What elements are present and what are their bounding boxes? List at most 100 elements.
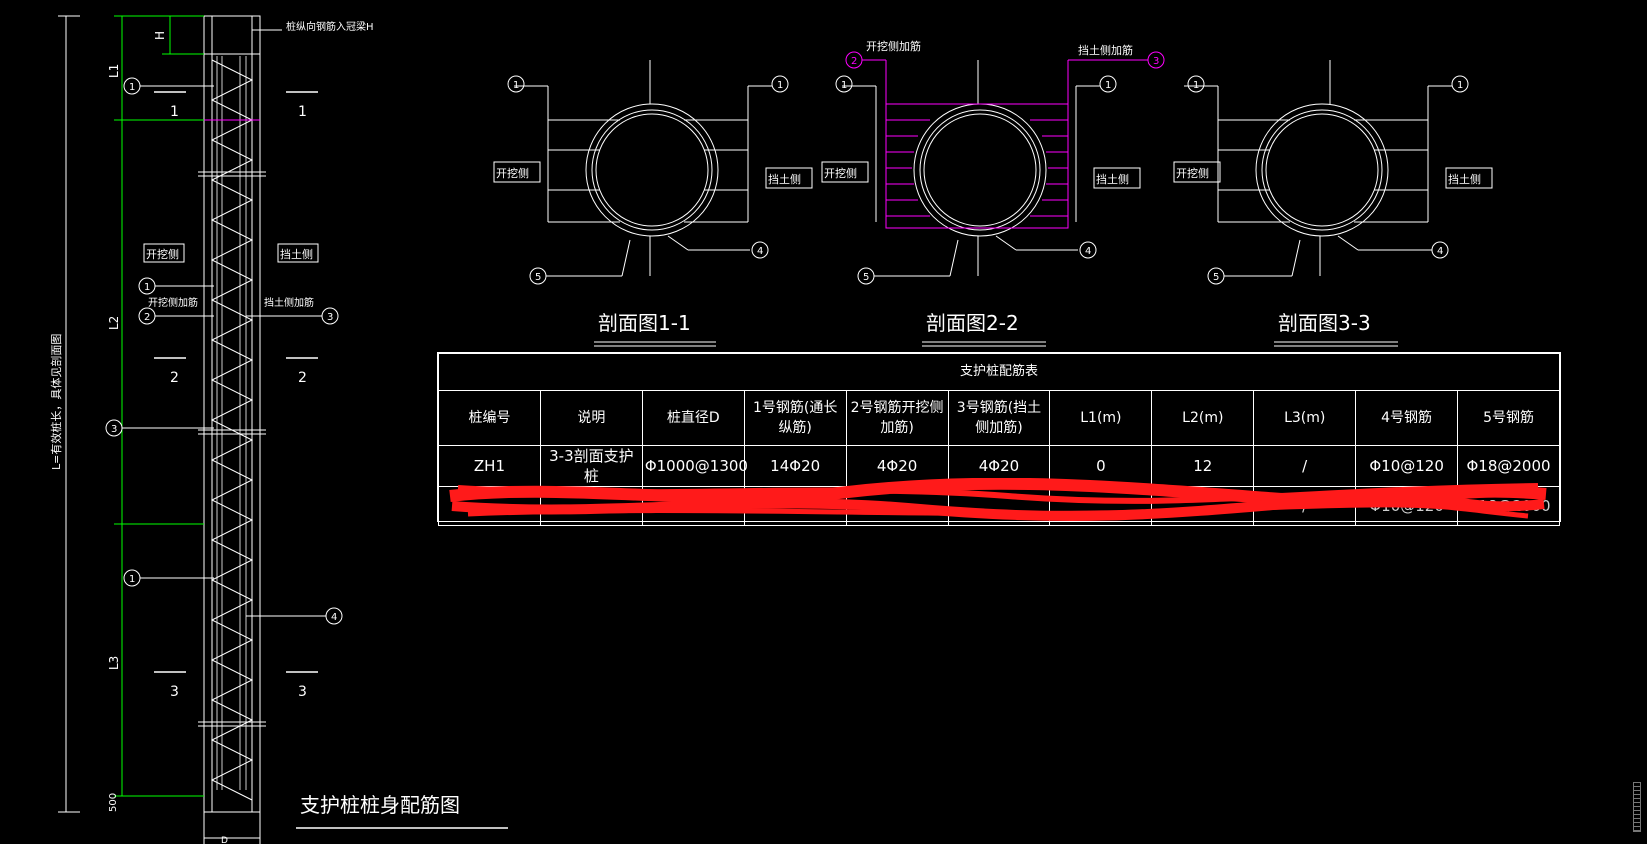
- sec1-title: 剖面图1-1: [598, 311, 691, 335]
- header-cell: 5号钢筋: [1457, 390, 1560, 446]
- elev-bubble-3a: 3: [327, 312, 333, 323]
- table-cell: ZH1: [438, 445, 541, 487]
- elev-bubble-3b: 3: [111, 424, 117, 435]
- table-cell: 4Φ20: [845, 445, 949, 487]
- cut-mark-1a: 1: [170, 104, 179, 120]
- sec3-right-label: 挡土侧: [1448, 172, 1481, 186]
- table-cell: Φ18@2000: [1457, 486, 1560, 526]
- cut-mark-3a: 3: [170, 684, 179, 700]
- table-cell: 0: [1049, 445, 1153, 487]
- elev-bubble-2: 2: [144, 312, 150, 323]
- table-cell: [438, 486, 541, 526]
- sec2-bubble-2: 2: [851, 56, 857, 67]
- elev-bubble-1a: 1: [129, 82, 135, 93]
- pile-elevation: [58, 15, 266, 844]
- cut-mark-3b: 3: [298, 684, 307, 700]
- sec3-bubble-1a: 1: [1193, 80, 1199, 91]
- sec1-bubble-4: 4: [757, 246, 763, 257]
- header-cell: 桩编号: [438, 390, 541, 446]
- table-cell: [641, 486, 745, 526]
- section-2-2-magenta: [845, 51, 1165, 229]
- seg-label-l3: L3: [107, 656, 121, 670]
- table-cell: 12: [1151, 445, 1255, 487]
- sec2-left-label: 开挖侧: [824, 166, 857, 180]
- table-cell: [539, 486, 643, 526]
- table-cell: /: [1253, 486, 1357, 526]
- sec3-bubble-4: 4: [1437, 246, 1443, 257]
- spiral-stirrup: [210, 59, 254, 801]
- sec1-bubble-1b: 1: [777, 80, 783, 91]
- sec1-left-label: 开挖侧: [496, 166, 529, 180]
- elev-bubble-4: 4: [331, 612, 337, 623]
- elev-excavation-label: 开挖侧: [146, 247, 179, 261]
- seg-label-l1: L1: [107, 64, 121, 78]
- sec2-bubble-3: 3: [1153, 56, 1159, 67]
- header-cell: 4号钢筋: [1355, 390, 1459, 446]
- sec2-bubble-4: 4: [1085, 246, 1091, 257]
- table-cell: [1151, 486, 1255, 526]
- sec1-bubble-1a: 1: [513, 80, 519, 91]
- table-cell: Φ10@120: [1355, 445, 1459, 487]
- header-cell: L1(m): [1049, 390, 1153, 446]
- bottom-d-label: D: [221, 836, 228, 844]
- header-cell: 3号钢筋(挡土侧加筋): [947, 390, 1051, 446]
- cut-mark-2b: 2: [298, 370, 307, 386]
- elevation-title: 支护桩桩身配筋图: [300, 793, 460, 817]
- rebar-schedule-table: 支护桩配筋表 桩编号 说明 桩直径D 1号钢筋(通长纵筋) 2号钢筋开挖侧加筋)…: [437, 352, 1561, 526]
- sec2-bubble-1b: 1: [1105, 80, 1111, 91]
- sec2-title: 剖面图2-2: [926, 311, 1019, 335]
- elev-bubble-1b: 1: [144, 282, 150, 293]
- table-row: / Φ10@120 Φ18@2000: [438, 486, 1560, 526]
- table-cell: 3-3剖面支护桩: [539, 445, 643, 487]
- header-cell: 说明: [539, 390, 643, 446]
- table-cell: Φ1000@1300: [641, 445, 748, 487]
- sec2-top-left-label: 开挖侧加筋: [866, 39, 921, 53]
- header-cell: 2号钢筋开挖侧加筋): [845, 390, 949, 446]
- table-cell: [947, 486, 1051, 526]
- seg-label-500: 500: [108, 793, 119, 812]
- table-header-row: 桩编号 说明 桩直径D 1号钢筋(通长纵筋) 2号钢筋开挖侧加筋) 3号钢筋(挡…: [438, 390, 1560, 446]
- sec2-top-right-label: 挡土侧加筋: [1078, 43, 1133, 57]
- section-cuts: [154, 91, 318, 673]
- table-row: ZH1 3-3剖面支护桩 Φ1000@1300 14Φ20 4Φ20 4Φ20 …: [438, 445, 1560, 487]
- table-cell: Φ18@2000: [1457, 445, 1560, 487]
- header-cell: L3(m): [1253, 390, 1357, 446]
- h-label: H: [153, 31, 167, 40]
- top-note: 桩纵向钢筋入冠梁H: [286, 20, 374, 33]
- sec2-bubble-1a: 1: [841, 80, 847, 91]
- dimension-chain: [114, 15, 204, 797]
- header-cell: 1号钢筋(通长纵筋): [743, 390, 847, 446]
- sec3-left-label: 开挖侧: [1176, 166, 1209, 180]
- sec3-bubble-1b: 1: [1457, 80, 1463, 91]
- section-3-3: [1173, 60, 1493, 285]
- elevation-bubbles: [105, 77, 343, 625]
- section-2-2: [821, 60, 1141, 285]
- table-cell: /: [1253, 445, 1357, 487]
- header-cell: L2(m): [1151, 390, 1255, 446]
- table-cell: 4Φ20: [947, 445, 1051, 487]
- sec1-bubble-5: 5: [535, 272, 541, 283]
- total-length-label: L=有效桩长，具体见剖面图: [49, 334, 63, 470]
- sec2-right-label: 挡土侧: [1096, 172, 1129, 186]
- cut-mark-2a: 2: [170, 370, 179, 386]
- header-cell: 桩直径D: [641, 390, 745, 446]
- table-cell: Φ10@120: [1355, 486, 1459, 526]
- seg-label-l2: L2: [107, 316, 121, 330]
- table-cell: 14Φ20: [743, 445, 847, 487]
- sec3-title: 剖面图3-3: [1278, 311, 1371, 335]
- elev-excavation-add-label: 开挖侧加筋: [148, 296, 198, 309]
- elev-bubble-1c: 1: [129, 574, 135, 585]
- sec3-bubble-5: 5: [1213, 272, 1219, 283]
- sec2-bubble-5: 5: [863, 272, 869, 283]
- elev-retaining-label: 挡土侧: [280, 247, 313, 261]
- table-caption: 支护桩配筋表: [438, 353, 1560, 391]
- table-cell: [1049, 486, 1153, 526]
- vertical-scrollbar[interactable]: [1633, 782, 1641, 832]
- section-1-1: [493, 60, 813, 285]
- elev-retaining-add-label: 挡土侧加筋: [264, 296, 314, 309]
- table-cell: [845, 486, 949, 526]
- cut-mark-1b: 1: [298, 104, 307, 120]
- sec1-right-label: 挡土侧: [768, 172, 801, 186]
- table-cell: [743, 486, 847, 526]
